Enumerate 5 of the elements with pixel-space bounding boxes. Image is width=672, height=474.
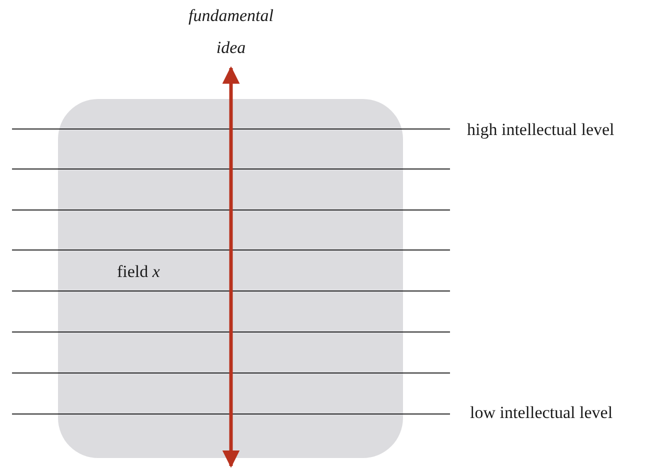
level-label: low intellectual level bbox=[470, 402, 613, 424]
field-area bbox=[58, 99, 403, 458]
axis-label: fundamental idea bbox=[188, 5, 274, 59]
level-label: high intellectual level bbox=[467, 119, 614, 141]
field-label: field x bbox=[117, 262, 160, 282]
